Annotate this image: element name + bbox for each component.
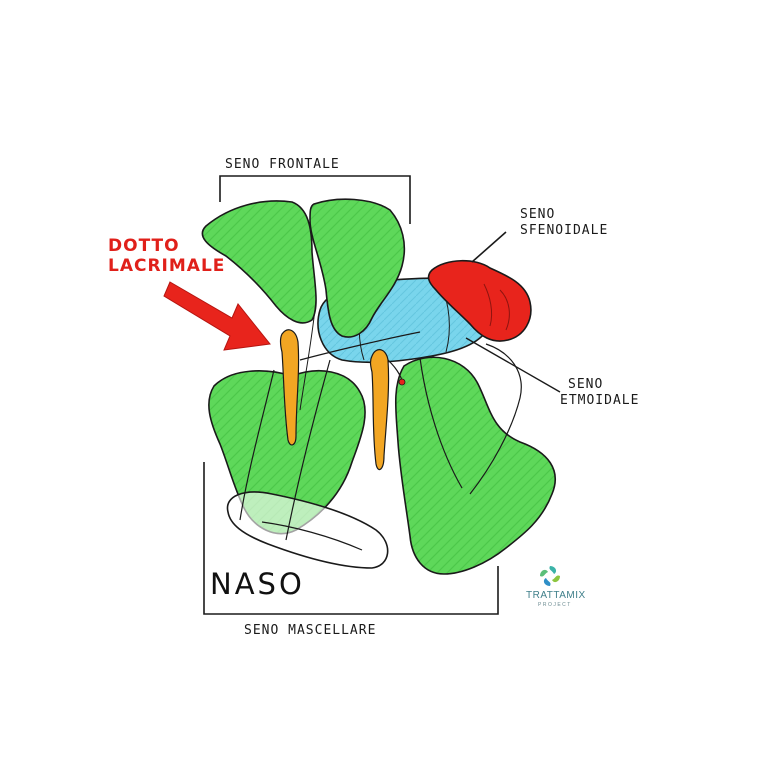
lacrimal-duct-label-line1: DOTTO <box>108 236 180 256</box>
maxillary-sinus-label: SENO MASCELLARE <box>244 623 377 638</box>
logo-name: TRATTAMIX <box>526 590 586 601</box>
left-lacrimal-duct <box>279 329 300 446</box>
sphenoid-sinus-leader <box>471 231 507 263</box>
ethmoid-sinus-label-line1: SENO <box>568 377 604 392</box>
trattamix-logo-icon <box>540 566 560 586</box>
nasal-cavity-outline <box>226 491 389 569</box>
maxillary-sinus-bracket <box>203 462 499 615</box>
lacrimal-duct-arrow <box>163 281 271 351</box>
nose-label: NASO <box>210 567 305 601</box>
frontal-sinus-bracket <box>219 175 411 224</box>
right-frontal-sinus <box>309 198 406 338</box>
right-maxillary-sinus <box>394 356 557 575</box>
sphenoid-sinus <box>427 259 532 342</box>
lacrimal-duct-label-line2: LACRIMALE <box>108 256 226 276</box>
logo-subtitle: PROJECT <box>538 602 572 608</box>
sphenoid-sinus-label-line2: SFENOIDALE <box>520 223 609 238</box>
left-frontal-sinus <box>201 200 317 324</box>
sphenoid-sinus-label-line1: SENO <box>520 207 556 222</box>
right-lacrimal-duct <box>369 349 390 471</box>
frontal-sinus-label: SENO FRONTALE <box>225 157 340 172</box>
ethmoid-sinus-leader <box>465 337 561 393</box>
ethmoid-sinus-label-line2: ETMOIDALE <box>560 393 640 408</box>
